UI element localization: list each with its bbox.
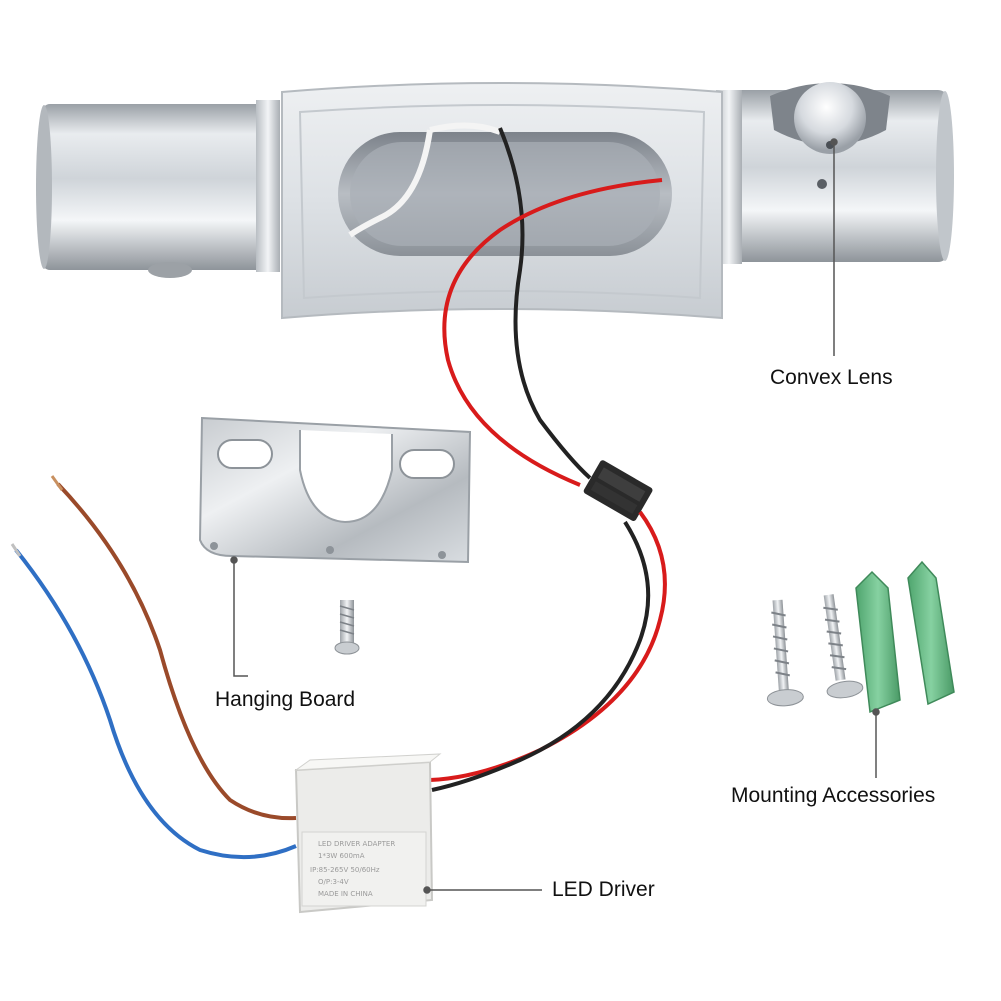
driver-label-line4: O/P:3-4V xyxy=(318,878,349,886)
wire-connector xyxy=(583,460,653,521)
callout-hanging-board: Hanging Board xyxy=(215,688,356,711)
led-wall-lamp xyxy=(36,82,954,320)
driver-input-wires xyxy=(10,475,297,860)
driver-label-line5: MADE IN CHINA xyxy=(318,890,373,898)
callout-mounting-accessories: Mounting Accessories xyxy=(731,784,936,807)
led-driver-box: LED DRIVER ADAPTER 1*3W 600mA IP:85-265V… xyxy=(294,753,442,914)
hanging-board-bracket xyxy=(198,416,472,564)
lamp-wires xyxy=(442,127,663,487)
callout-led-driver: LED Driver xyxy=(552,878,655,901)
wall-anchor-icon xyxy=(855,560,955,714)
driver-label-line1: LED DRIVER ADAPTER xyxy=(318,840,395,848)
mounting-screws xyxy=(766,594,864,707)
driver-label-line2: 1*3W 600mA xyxy=(318,852,365,860)
screw-icon xyxy=(334,600,360,655)
callout-convex-lens: Convex Lens xyxy=(770,366,893,389)
driver-output-wires xyxy=(429,510,667,792)
driver-label-line3: IP:85-265V 50/60Hz xyxy=(310,866,380,874)
callout-lines xyxy=(230,138,880,894)
